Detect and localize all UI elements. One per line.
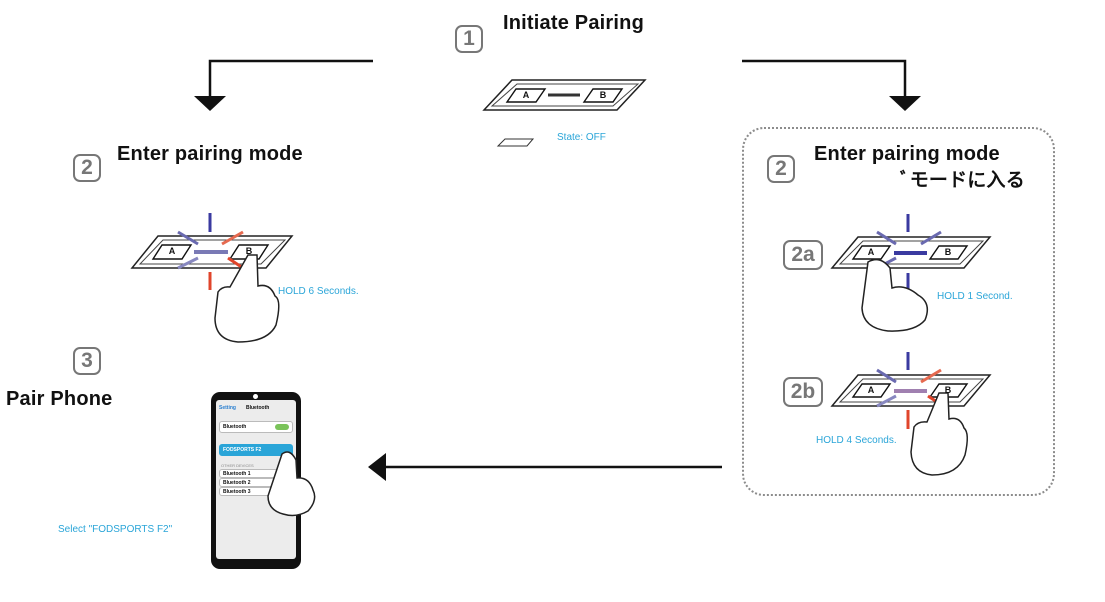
step3-caption: Select "FODSPORTS F2" [58,524,173,535]
device-button-a: A [522,90,530,100]
step2-right-title-jp: ﾞモードに入る [900,169,1025,191]
arrowhead-right [889,96,921,111]
device-pairing-1s-illustration [830,214,992,332]
device-button-a: A [867,385,875,395]
finger-icon-2b [910,392,968,476]
state-indicator [496,138,535,147]
selected-device-row: FODSPORTS F2 [219,444,293,456]
arrow-to-step2-right [742,59,907,96]
step1-number: 1 [455,25,483,53]
finger-icon [214,254,280,343]
phone-header: Bluetooth [246,405,270,411]
bluetooth-toggle-label: Bluetooth [223,424,247,430]
arrowhead-step3 [368,453,386,481]
device-button-b: B [599,90,607,100]
device-button-a: A [168,246,176,256]
step2a-label: 2a [783,240,823,270]
step1-title: Initiate Pairing [503,12,645,34]
step2a-caption: HOLD 1 Second. [937,291,1013,302]
step2-left-title: Enter pairing mode [117,143,303,165]
step2-right-number: 2 [767,155,795,183]
step1-state-label: State: OFF [557,132,606,143]
device-pairing-4s-illustration [830,352,992,476]
finger-icon-phone [267,451,316,517]
toggle-switch [275,424,289,430]
device-pairing-6s-illustration [130,213,294,343]
camera-dot [253,394,258,399]
step2-left-caption: HOLD 6 Seconds. [278,286,359,297]
step2-right-title: Enter pairing mode [814,143,1000,165]
device-button-b: B [944,247,952,257]
step2b-label: 2b [783,377,823,407]
arrow-to-step2-left [208,59,373,96]
back-link: Setting [219,405,236,411]
other-devices-heading: OTHER DEVICES [221,463,254,468]
step3-title: Pair Phone [6,388,113,410]
step2-left-number: 2 [73,154,101,182]
device-button-b: B [944,385,952,395]
device-button-b: B [245,246,253,256]
step3-number: 3 [73,347,101,375]
bluetooth-toggle-row: Bluetooth [219,421,293,433]
arrowhead-left [194,96,226,111]
device-button-a: A [867,247,875,257]
device-off-illustration [482,79,647,147]
alt-pairing-panel [742,127,1055,496]
step2b-caption: HOLD 4 Seconds. [816,435,897,446]
finger-icon-2a [861,258,929,332]
